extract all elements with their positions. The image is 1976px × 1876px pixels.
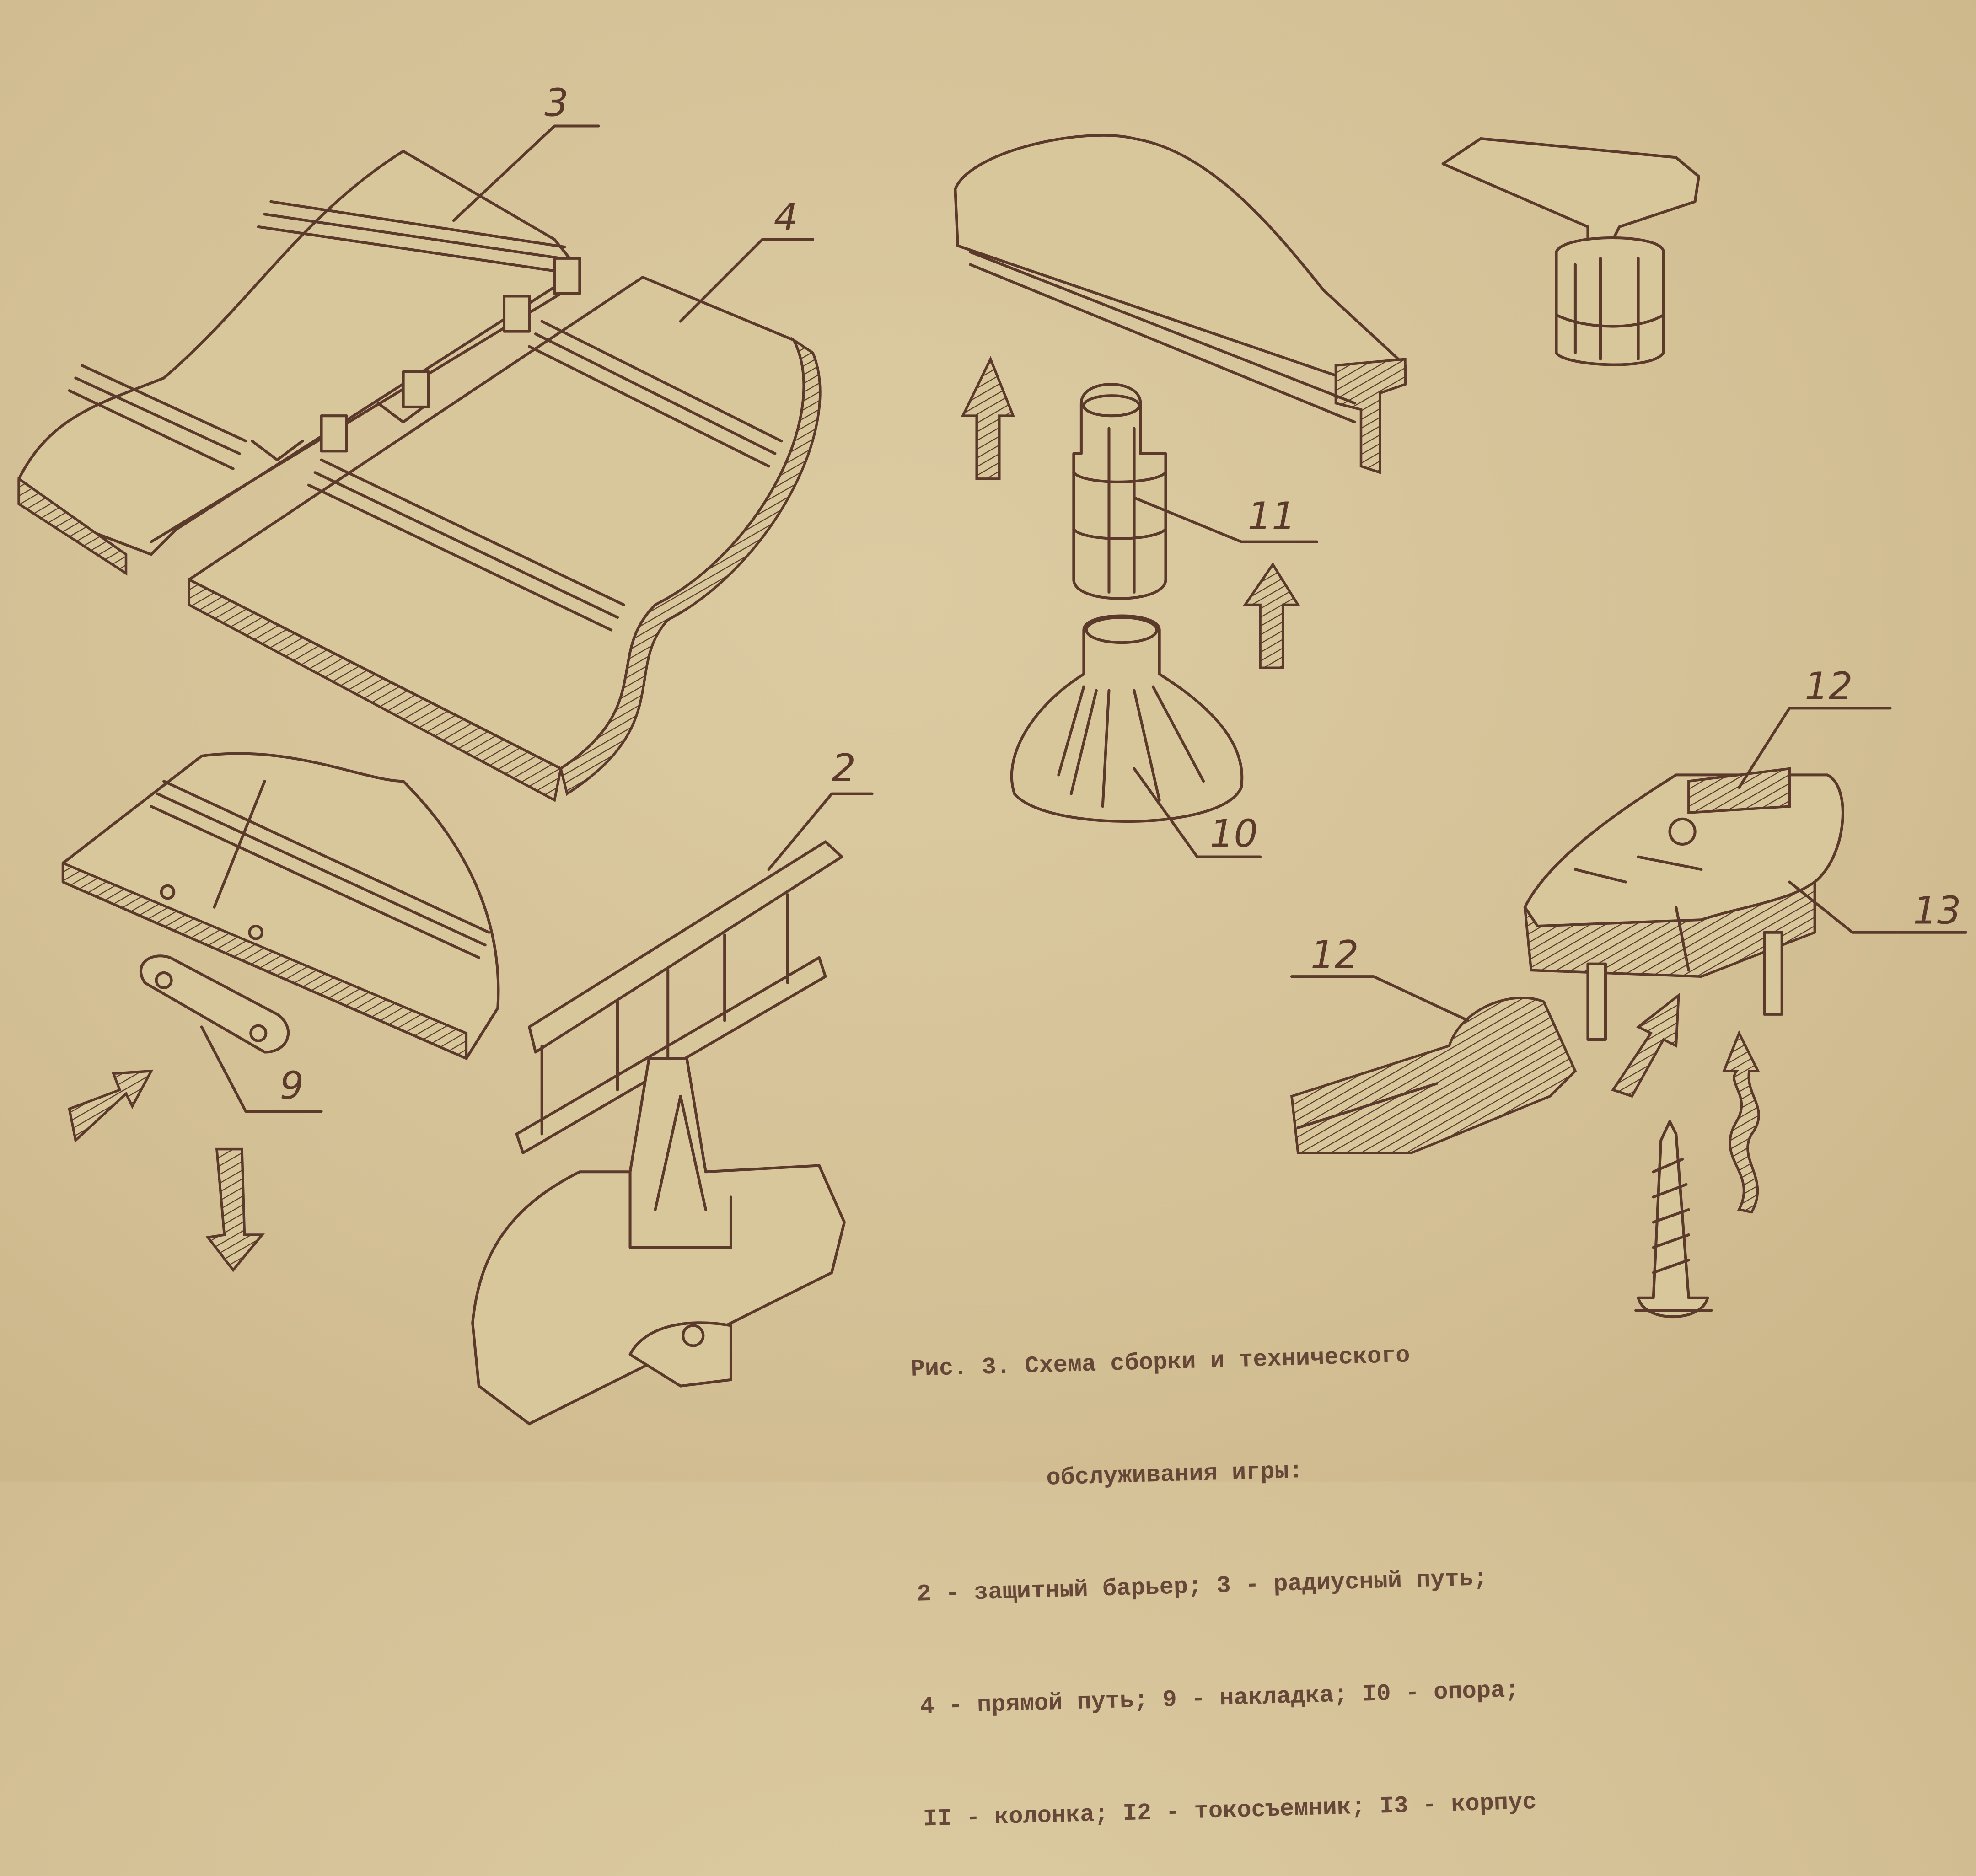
- arrow-up-icon: [961, 356, 1015, 480]
- label-10: 10: [1210, 812, 1258, 856]
- arrow-up-icon-2: [1242, 562, 1300, 669]
- figure-caption: Рис. 3. Схема сборки и технического обсл…: [908, 1259, 1538, 1876]
- label-11: 11: [1248, 494, 1296, 538]
- rail-part: [954, 134, 1407, 474]
- caption-line-2: обслуживания игры:: [1046, 1458, 1304, 1492]
- arrow-up-right-icon: [1611, 992, 1680, 1098]
- label-9: 9: [280, 1064, 304, 1108]
- caption-line-4: 4 - прямой путь; 9 - накладка; I0 - опор…: [919, 1677, 1520, 1721]
- car-body-part: [1523, 767, 1844, 1041]
- label-4: 4: [774, 196, 798, 240]
- caption-line-3: 2 - защитный барьер; 3 - радиусный путь;: [916, 1565, 1488, 1608]
- curved-arrow-up-icon: [1722, 1030, 1760, 1214]
- label-3: 3: [544, 81, 569, 125]
- barrier-part: [471, 840, 846, 1426]
- arrow-down-icon: [205, 1147, 265, 1272]
- rail-column-assembly: [1441, 137, 1700, 366]
- arrow-right-icon: [68, 1069, 154, 1143]
- support-part: [1010, 614, 1244, 823]
- overlay-part: [61, 752, 500, 1061]
- label-2: 2: [832, 746, 856, 790]
- radius-track-part: [17, 150, 581, 576]
- caption-line-5: II - колонка; I2 - токосъемник; I3 - кор…: [923, 1789, 1537, 1833]
- label-13: 13: [1913, 889, 1961, 933]
- label-12-top: 12: [1804, 665, 1852, 708]
- current-collector-part: [1290, 997, 1577, 1154]
- label-12-left: 12: [1310, 933, 1358, 977]
- screw-part: [1634, 1120, 1713, 1319]
- column-part: [1072, 383, 1167, 600]
- assembly-diagram: 3 4 9 2: [17, 81, 1967, 1426]
- straight-track-part: [188, 276, 822, 802]
- caption-line-1: Рис. 3. Схема сборки и технического: [910, 1342, 1411, 1383]
